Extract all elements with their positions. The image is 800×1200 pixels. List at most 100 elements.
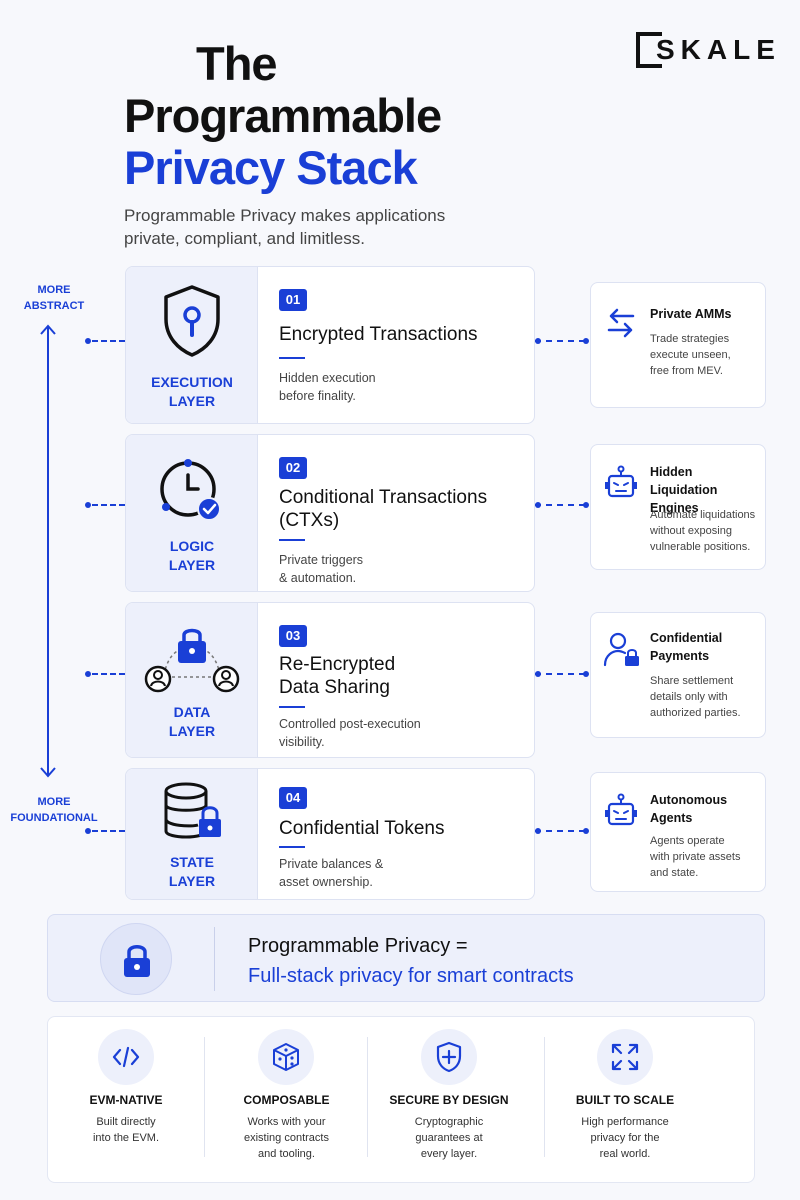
- feature-icon-circle: [421, 1029, 477, 1085]
- connector-line: [535, 830, 585, 832]
- use-desc-line-3: and state.: [650, 867, 699, 879]
- layer-desc: Private triggers & automation.: [279, 551, 519, 587]
- layer-title: Encrypted Transactions: [279, 323, 524, 346]
- use-title: Private AMMs: [650, 305, 762, 323]
- connector-dot: [85, 502, 91, 508]
- layer-title-line-2: Data Sharing: [279, 677, 390, 698]
- layer-name: DATA LAYER: [126, 703, 258, 741]
- use-card-private-amms: Private AMMs Trade strategies execute un…: [590, 282, 766, 408]
- subtitle-line-2: private, compliant, and limitless.: [124, 229, 365, 248]
- layer-desc-line-2: visibility.: [279, 735, 325, 749]
- axis-bottom-label: MORE FOUNDATIONAL: [4, 794, 104, 826]
- use-desc-line-2: details only with: [650, 691, 728, 703]
- layer-name-line-1: EXECUTION: [151, 374, 233, 390]
- use-title-line-2: Payments: [650, 649, 710, 663]
- connector-dot: [85, 338, 91, 344]
- feature-composable: COMPOSABLE Works with your existing cont…: [205, 1017, 368, 1184]
- layer-panel: EXECUTION LAYER: [126, 267, 258, 423]
- cube-icon: [273, 1043, 299, 1071]
- user-lock-icon: [603, 632, 639, 667]
- subtitle-line-1: Programmable Privacy makes applications: [124, 206, 446, 225]
- layer-title: Confidential Tokens: [279, 817, 524, 840]
- layer-title-line-1: Encrypted Transactions: [279, 324, 478, 345]
- layer-desc-line-2: before finality.: [279, 389, 356, 403]
- logo-text: SKALE: [656, 34, 781, 65]
- use-desc: Trade strategies execute unseen, free fr…: [650, 331, 762, 379]
- use-desc: Automate liquidations without exposing v…: [650, 507, 762, 555]
- use-desc-line-2: with private assets: [650, 851, 741, 863]
- feature-icon-circle: [98, 1029, 154, 1085]
- subtitle: Programmable Privacy makes applications …: [124, 204, 544, 250]
- layer-number: 02: [279, 457, 307, 479]
- feature-desc-line-1: High performance: [581, 1116, 669, 1128]
- feature-desc: High performance privacy for the real wo…: [545, 1114, 705, 1162]
- layer-number: 04: [279, 787, 307, 809]
- layer-name-line-2: LAYER: [168, 393, 216, 409]
- connector-dot: [535, 338, 541, 344]
- connector-dot: [583, 671, 589, 677]
- layer-number: 03: [279, 625, 307, 647]
- connector-dot: [583, 502, 589, 508]
- axis-top-line-2: ABSTRACT: [23, 300, 85, 312]
- feature-icon-circle: [597, 1029, 653, 1085]
- layer-title: Conditional Transactions (CTXs): [279, 486, 524, 532]
- use-desc: Agents operate with private assets and s…: [650, 833, 762, 881]
- use-title-line-2: Engines: [650, 501, 699, 515]
- layer-card-state: STATE LAYER 04 Confidential Tokens Priva…: [125, 768, 535, 900]
- feature-desc-line-2: privacy for the: [590, 1132, 660, 1144]
- connector-line: [92, 340, 125, 342]
- use-desc-line-1: Trade strategies: [650, 333, 730, 345]
- layer-title: Re-Encrypted Data Sharing: [279, 653, 524, 699]
- feature-built-to-scale: BUILT TO SCALE High performance privacy …: [545, 1017, 705, 1184]
- feature-separator: [544, 1037, 545, 1157]
- use-title-line-1: Private AMMs: [650, 307, 732, 321]
- feature-desc-line-2: into the EVM.: [92, 1132, 160, 1144]
- layer-title-line-1: Re-Encrypted: [279, 654, 396, 675]
- connector-line: [535, 673, 585, 675]
- layer-name-line-2: LAYER: [168, 873, 216, 889]
- use-title: Hidden Liquidation Engines: [650, 463, 762, 517]
- layer-name: LOGIC LAYER: [126, 537, 258, 575]
- use-card-confidential-payments: Confidential Payments Share settlement d…: [590, 612, 766, 738]
- feature-title: COMPOSABLE: [243, 1093, 330, 1107]
- feature-desc-line-3: every layer.: [420, 1148, 478, 1160]
- use-title-line-1: Hidden Liquidation: [650, 465, 718, 497]
- feature-desc: Built directly into the EVM.: [48, 1114, 204, 1146]
- title-line-3: Privacy Stack: [124, 141, 418, 194]
- shield-keyhole-icon: [164, 285, 220, 357]
- feature-title: SECURE BY DESIGN: [389, 1093, 509, 1107]
- connector-line: [92, 673, 125, 675]
- code-icon: [112, 1046, 140, 1068]
- use-desc-line-1: Share settlement: [650, 675, 734, 687]
- logo-bracket-icon: [636, 32, 662, 68]
- title-line-1: The: [196, 37, 278, 90]
- connector-dot: [583, 338, 589, 344]
- layer-name-line-2: LAYER: [168, 723, 216, 739]
- connector-dot: [85, 828, 91, 834]
- feature-title: EVM-NATIVE: [89, 1093, 163, 1107]
- use-title-line-2: Agents: [650, 811, 693, 825]
- connector-line: [92, 504, 125, 506]
- title-underline: [279, 706, 305, 708]
- use-desc: Share settlement details only with autho…: [650, 673, 762, 721]
- layer-title-line-1: Confidential Tokens: [279, 818, 445, 839]
- feature-desc-line-2: existing contracts: [244, 1132, 329, 1144]
- layer-desc-line-2: asset ownership.: [279, 875, 373, 889]
- use-desc-line-3: authorized parties.: [650, 707, 741, 719]
- feature-secure-by-design: SECURE BY DESIGN Cryptographic guarantee…: [368, 1017, 530, 1184]
- feature-title: BUILT TO SCALE: [575, 1093, 675, 1107]
- layer-desc: Controlled post-execution visibility.: [279, 715, 519, 751]
- use-desc-line-1: Automate liquidations: [650, 509, 756, 521]
- title-line-2: Programmable: [124, 89, 442, 142]
- title-underline: [279, 846, 305, 848]
- lock-share-users-icon: [144, 628, 240, 693]
- shield-plus-icon: [436, 1041, 462, 1073]
- robot-icon: [605, 465, 637, 498]
- feature-desc-line-3: and tooling.: [258, 1148, 315, 1160]
- feature-desc-line-1: Cryptographic: [414, 1116, 484, 1128]
- layer-desc-line-1: Private balances &: [279, 857, 384, 871]
- use-desc-line-3: vulnerable positions.: [650, 541, 751, 553]
- axis-top-label: MORE ABSTRACT: [14, 282, 94, 314]
- feature-desc-line-3: real world.: [599, 1148, 651, 1160]
- feature-icon-circle: [258, 1029, 314, 1085]
